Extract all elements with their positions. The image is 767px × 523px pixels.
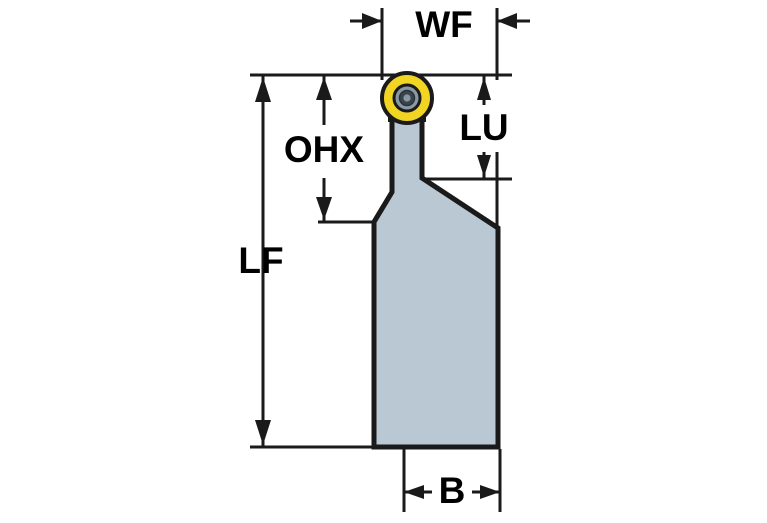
arrowhead-lu-top [477,77,491,100]
dimension-lu: LU [459,75,509,179]
dimension-ohx: OHX [284,75,365,222]
dimension-label-wf: WF [415,4,473,45]
tool-shank-body [371,115,501,450]
dimension-b: B [404,470,500,511]
arrowhead-b-left [404,485,424,499]
arrowhead-lf-bottom [255,420,271,445]
dimension-lf: LF [238,75,284,447]
arrowhead-lu-bottom [477,155,491,177]
dimension-label-lu: LU [459,107,508,148]
round-cutting-insert [380,71,434,125]
arrowhead-lf-top [255,77,271,102]
insert-screw-center [403,94,411,102]
arrowhead-b-right [480,485,500,499]
dimension-label-ohx: OHX [284,129,365,170]
arrowhead-wf-right [497,13,517,29]
dimension-wf: WF [350,4,530,45]
dimension-label-lf: LF [238,240,283,281]
arrowhead-ohx-bottom [316,197,332,220]
arrowhead-ohx-top [316,77,332,100]
arrowhead-wf-left [362,13,382,29]
dimension-label-b: B [439,470,466,511]
